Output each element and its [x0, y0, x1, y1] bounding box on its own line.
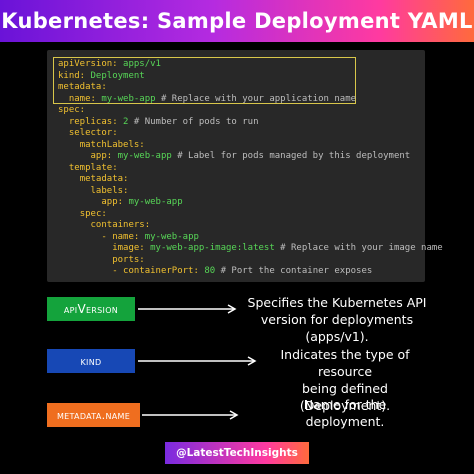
desc-kind: Indicates the type of resource being def…	[255, 346, 435, 414]
code-key: apiVersion:	[58, 59, 124, 69]
code-indent	[58, 266, 112, 276]
desc-apiversion-line2: version for deployments (apps/v1).	[260, 312, 414, 344]
label-kind-text: kind	[80, 354, 102, 368]
code-indent	[58, 186, 91, 196]
code-value: my-web-app	[144, 231, 199, 242]
code-key: metadata:	[79, 174, 129, 184]
desc-metadata-name: Name for the deployment.	[290, 396, 400, 430]
social-handle: @LatestTechInsights	[176, 447, 298, 459]
code-key: name:	[68, 93, 102, 104]
desc-apiversion-line1: Specifies the Kubernetes API	[247, 295, 427, 310]
code-value: apps/v1	[123, 59, 161, 69]
code-indent	[58, 151, 91, 161]
social-handle-badge: @LatestTechInsights	[165, 442, 309, 464]
code-indent	[58, 174, 80, 184]
code-key: image:	[112, 243, 151, 253]
code-line: image: my-web-app-image:latest # Replace…	[58, 243, 443, 254]
code-indent	[58, 163, 69, 173]
code-line: apiVersion: apps/v1	[58, 59, 161, 70]
code-indent	[58, 220, 91, 230]
code-line: labels:	[58, 185, 129, 197]
code-key: metadata:	[58, 82, 107, 92]
arrow-right-icon	[138, 304, 237, 314]
code-value: my-web-app-image:latest	[150, 243, 275, 253]
code-value: Deployment	[90, 70, 145, 81]
code-key: matchLabels:	[79, 139, 145, 150]
code-key: template:	[68, 162, 118, 173]
code-key: labels:	[90, 185, 129, 196]
arrow-right-icon	[142, 410, 239, 420]
code-key: - containerPort:	[112, 266, 205, 276]
code-key: app:	[101, 197, 129, 207]
label-apiversion-text: apiVersion	[63, 302, 119, 316]
code-line: - name: my-web-app	[58, 232, 199, 243]
code-value: my-web-app	[128, 197, 183, 207]
code-line: app: my-web-app # Label for pods managed…	[58, 151, 411, 162]
code-key: ports:	[112, 254, 145, 265]
code-comment: # Replace with your application name	[155, 93, 357, 104]
code-indent	[58, 94, 69, 104]
code-indent	[58, 243, 112, 253]
code-value: my-web-app	[117, 151, 172, 161]
code-line: template:	[58, 163, 118, 174]
code-indent	[58, 232, 101, 242]
highlight-box	[53, 57, 356, 104]
code-block	[47, 50, 425, 282]
code-value: 2	[123, 116, 129, 127]
code-value: 80	[204, 266, 216, 276]
arrow-right-icon	[138, 356, 257, 366]
code-value: my-web-app	[101, 93, 156, 104]
code-key: selector:	[68, 128, 118, 138]
desc-kind-line1: Indicates the type of resource	[280, 347, 410, 379]
desc-kind-line2: being defined (Deployment).	[299, 381, 391, 413]
label-kind: kind	[47, 349, 135, 373]
code-indent	[58, 197, 101, 207]
code-indent	[58, 117, 69, 127]
code-key: app:	[90, 151, 118, 161]
code-comment: # Port the container exposes	[215, 266, 373, 276]
desc-metadata-name-line1: Name for the	[303, 397, 387, 412]
code-line: replicas: 2 # Number of pods to run	[58, 117, 259, 128]
code-line: containers:	[58, 220, 151, 231]
label-metadata-name-text: metadata.name	[56, 408, 131, 422]
code-line: kind: Deployment	[58, 71, 145, 82]
code-key: spec:	[58, 105, 86, 115]
code-key: spec:	[79, 208, 107, 219]
code-key: replicas:	[68, 116, 124, 127]
page-title: Kubernetes: Sample Deployment YAML	[1, 9, 473, 33]
label-metadata-name: metadata.name	[47, 403, 140, 427]
code-indent	[58, 140, 80, 150]
code-key: - name:	[101, 231, 145, 242]
code-line: metadata:	[58, 82, 107, 93]
code-key: kind:	[58, 70, 91, 81]
desc-apiversion: Specifies the Kubernetes API version for…	[232, 294, 442, 345]
code-indent	[58, 128, 69, 138]
code-line: spec:	[58, 209, 107, 220]
code-indent	[58, 209, 80, 219]
code-line: selector:	[58, 128, 118, 139]
code-key: containers:	[90, 220, 151, 230]
code-comment: # Replace with your image name	[274, 243, 443, 253]
code-comment: # Label for pods managed by this deploym…	[171, 151, 411, 161]
code-line: ports:	[58, 255, 145, 266]
code-line: app: my-web-app	[58, 197, 183, 208]
title-banner: Kubernetes: Sample Deployment YAML	[0, 0, 474, 42]
label-apiversion: apiVersion	[47, 297, 135, 321]
code-indent	[58, 255, 112, 265]
code-line: metadata:	[58, 174, 129, 185]
code-comment: # Number of pods to run	[128, 116, 259, 127]
code-line: - containerPort: 80 # Port the container…	[58, 266, 372, 277]
desc-metadata-name-line2: deployment.	[305, 414, 385, 429]
code-line: name: my-web-app # Replace with your app…	[58, 94, 356, 105]
code-line: matchLabels:	[58, 140, 145, 151]
code-line: spec:	[58, 105, 85, 116]
